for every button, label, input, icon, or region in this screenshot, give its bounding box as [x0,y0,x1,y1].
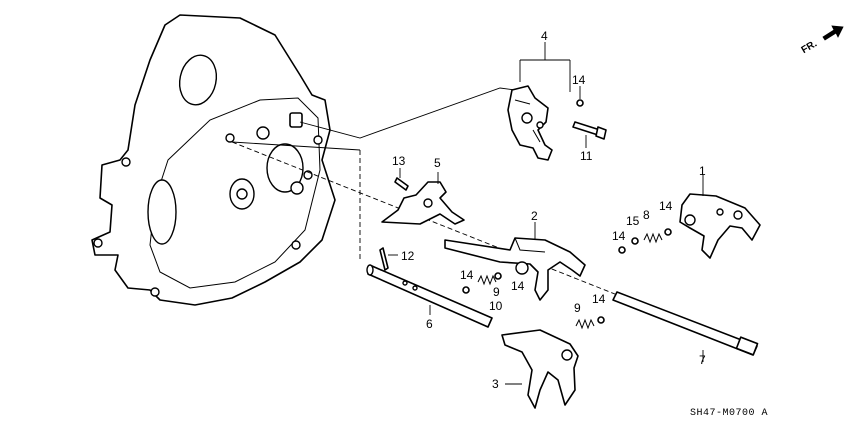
shift-fork-part-2 [444,237,586,301]
callout-14-right: 14 [659,199,673,213]
clip-14-a [618,246,626,254]
clip-14-c [462,286,470,294]
spring-pin-part-13 [394,177,409,191]
spring-pin-part-12 [379,247,389,271]
callout-10: 10 [489,299,503,313]
ball-part-15 [631,237,639,245]
shift-fork-part-3 [501,329,579,409]
callout-3: 3 [492,377,499,391]
callout-14-left: 14 [612,229,626,243]
callout-12: 12 [401,249,415,263]
callout-9-lower: 9 [574,301,581,315]
forward-label: FR. [800,38,820,56]
callout-7: 7 [699,353,706,367]
callout-5: 5 [434,156,441,170]
callout-14-mid-b: 14 [511,279,525,293]
clip-14-d [494,272,502,280]
alignment-lines [231,87,631,301]
clip-14-e [597,316,605,324]
diagram-code: SH47-M0700 A [690,408,768,419]
transmission-case [91,14,336,306]
spring-part-9-a [477,274,497,286]
callout-4: 4 [541,29,548,43]
bracket-part-4 [507,85,553,161]
callout-8: 8 [643,208,650,222]
small-parts [462,228,672,330]
spring-part-8 [643,232,663,244]
callout-9-mid: 9 [493,285,500,299]
bolt-part-11 [572,121,607,140]
callout-11: 11 [580,149,593,163]
shift-fork-part-1 [679,193,761,259]
forward-arrow-icon [822,25,844,41]
shift-fork-part-5 [381,181,465,225]
callout-14-bracket: 14 [572,73,586,87]
clip-14-b [664,228,672,236]
callout-14-lower: 14 [592,292,606,306]
callout-labels: 4 14 11 5 13 1 2 14 8 15 14 12 14 9 14 1… [392,29,706,391]
clip-14-bracket [576,99,584,107]
callout-1: 1 [699,164,706,178]
shift-shaft-part-6 [366,264,493,328]
callout-leaders [388,42,704,385]
callout-15: 15 [626,214,640,228]
spring-part-9-b [575,318,595,330]
callout-6: 6 [426,317,433,331]
callout-2: 2 [531,209,538,223]
callout-14-mid-a: 14 [460,268,474,282]
forward-direction-indicator: FR. [800,25,844,56]
callout-13: 13 [392,154,406,168]
shift-shaft-part-7 [612,291,759,356]
